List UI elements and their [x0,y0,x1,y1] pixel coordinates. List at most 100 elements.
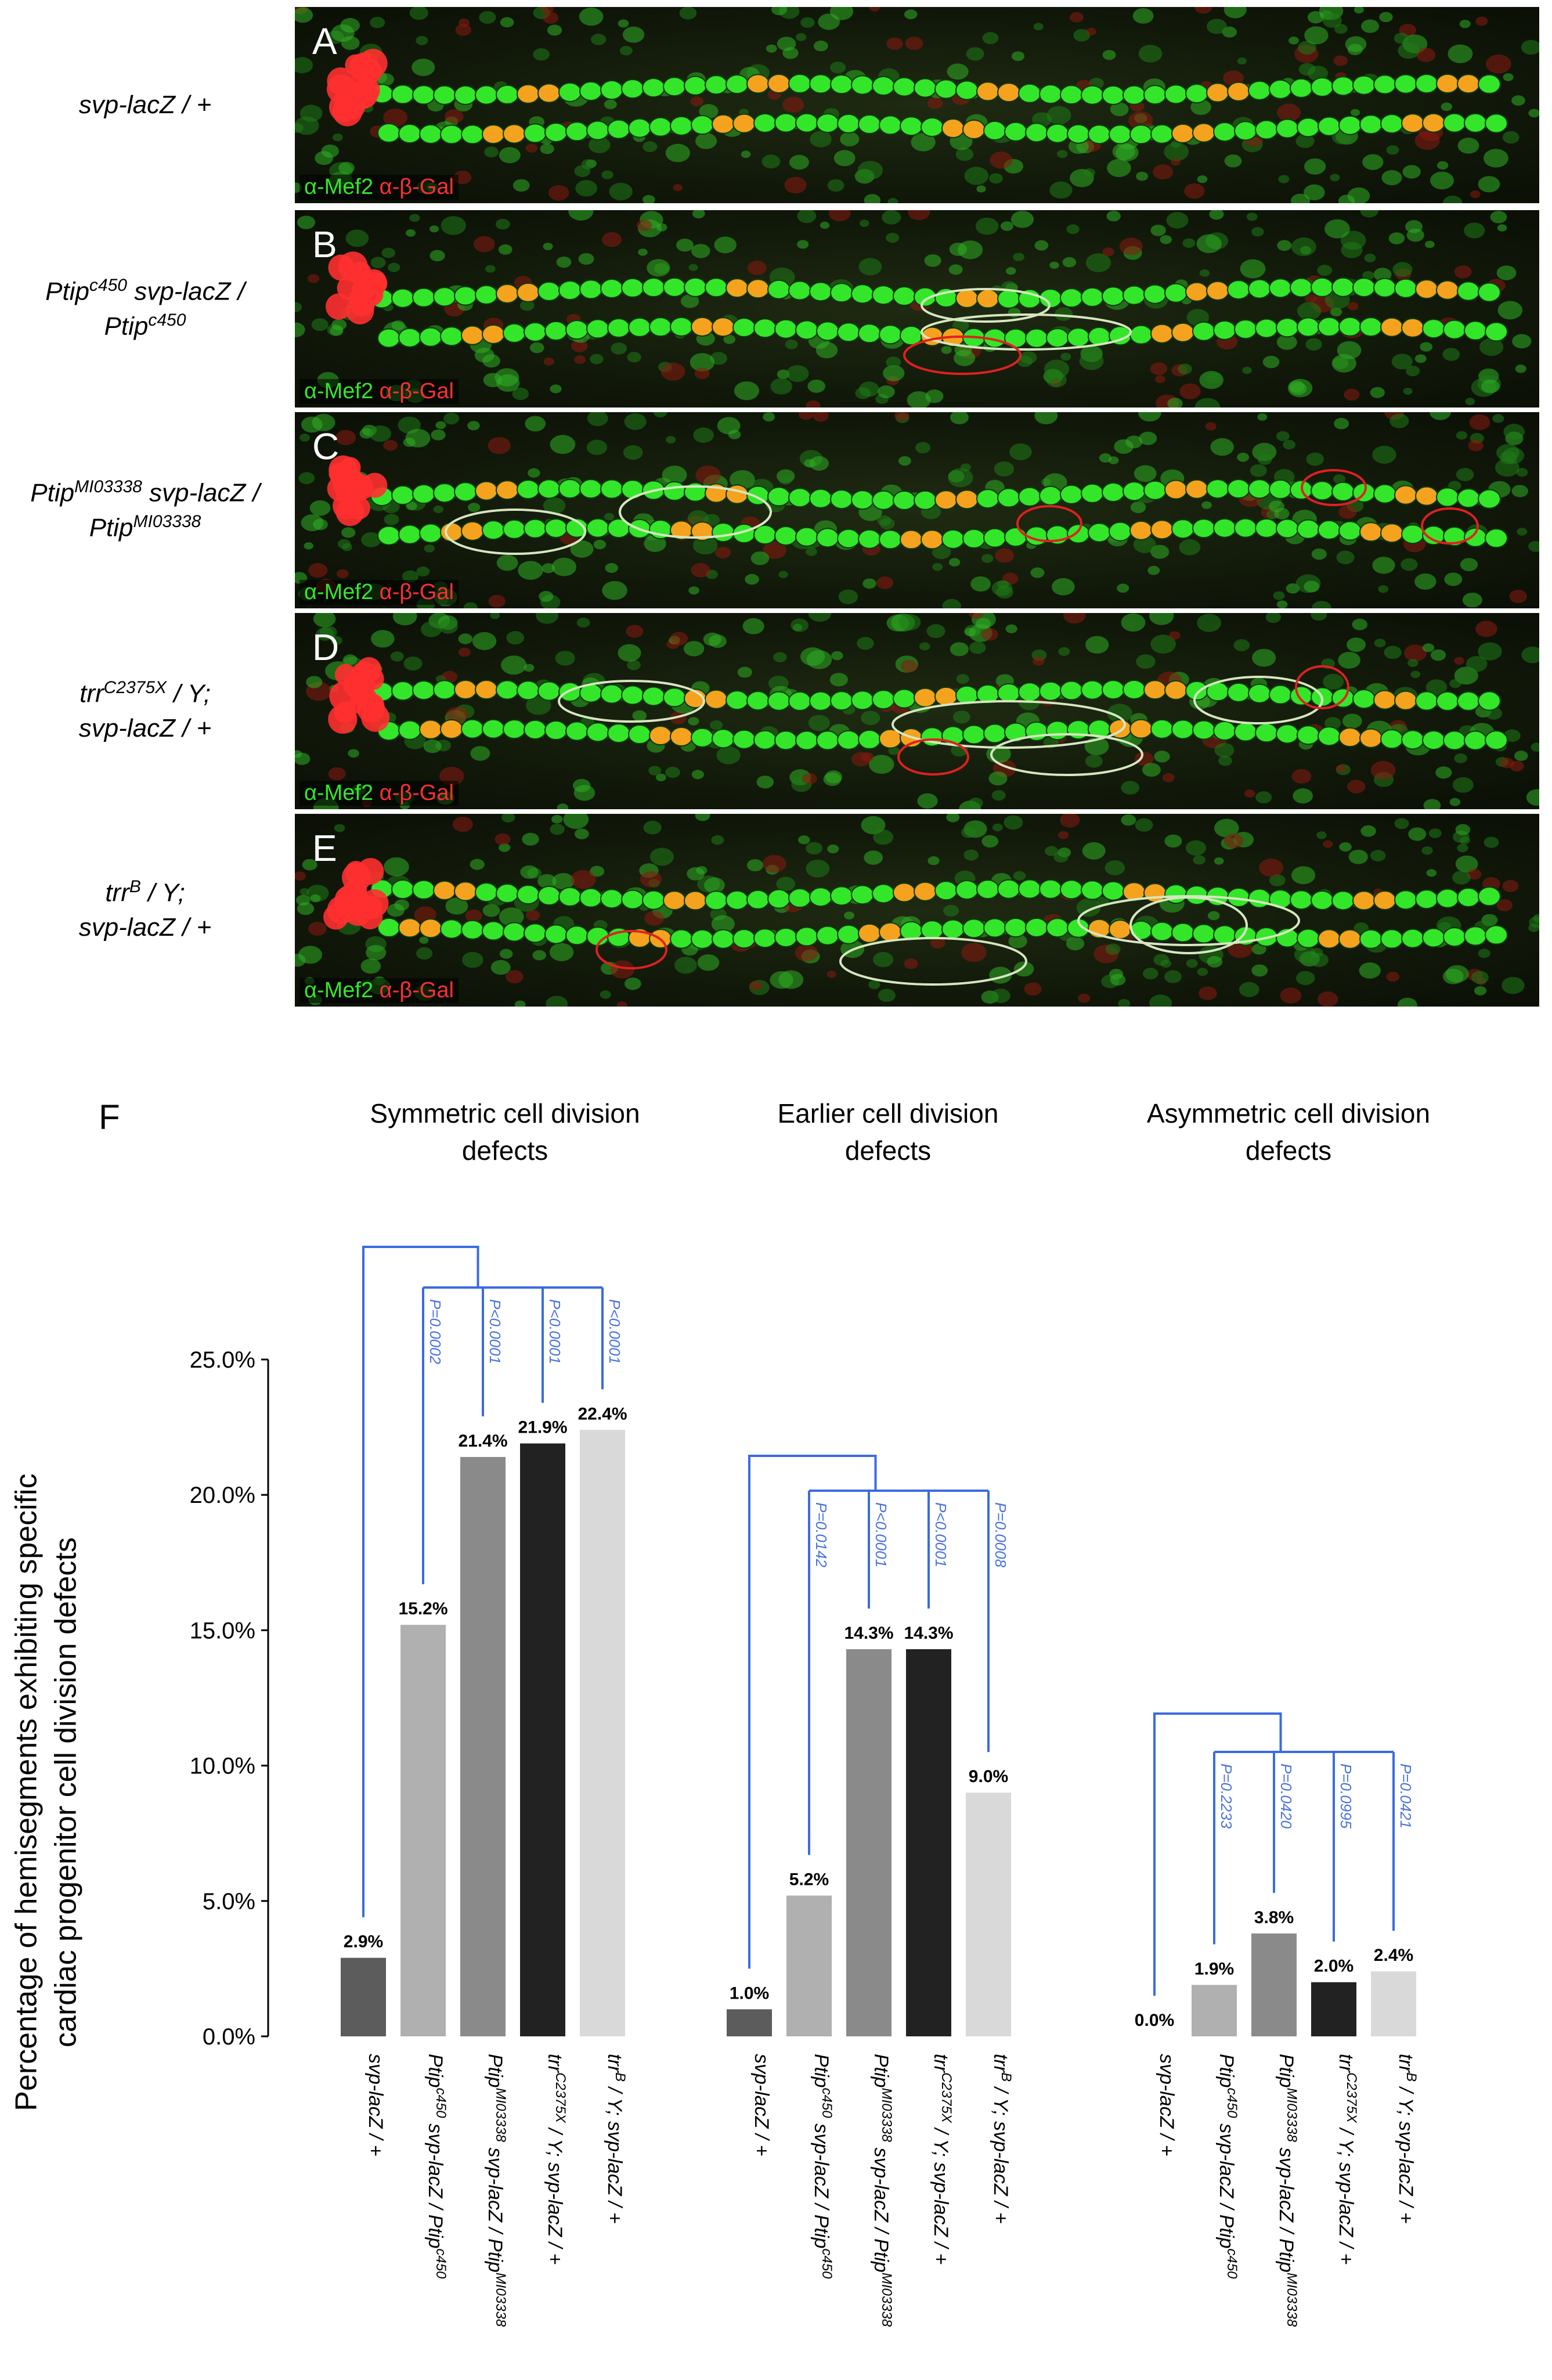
tissue-nucleus [1430,171,1454,190]
tissue-nucleus [520,865,539,879]
tissue-nucleus [742,618,764,634]
tissue-nucleus [1207,19,1227,34]
tissue-nucleus [361,532,381,547]
x-category-label: trrB / Y; svp-lacZ / + [990,2054,1015,2224]
tissue-nucleus [1422,643,1435,652]
x-category-label: PtipMI03338 svp-lacZ / PtipMI03338 [484,2054,509,2327]
tissue-nucleus [500,17,514,28]
tissue-nucleus [1526,789,1539,806]
tissue-nucleus [1121,814,1136,826]
group-title-line: Asymmetric cell division [1146,1098,1431,1128]
tissue-nucleus [578,253,594,265]
tissue-nucleus [1164,142,1189,161]
tissue-nucleus [624,977,641,990]
tissue-nucleus [932,562,943,571]
tissue-nucleus [298,472,315,484]
tissue-nucleus [1139,431,1157,445]
tissue-nucleus [831,651,843,661]
tissue-nucleus [861,752,874,762]
tissue-nucleus [1066,936,1085,951]
tissue-nucleus [904,9,918,20]
defect-ring-asymmetric [897,738,969,776]
tissue-nucleus [1178,363,1192,374]
tissue-nucleus [888,747,900,755]
tissue-nucleus [1423,799,1441,809]
tissue-nucleus [1370,760,1396,780]
tissue-nucleus [1276,334,1297,350]
tissue-nucleus [1244,789,1255,798]
tissue-nucleus [898,614,921,631]
tissue-nucleus [1306,452,1324,466]
tissue-nucleus [1323,840,1333,848]
tissue-nucleus [525,416,546,432]
tissue-nucleus [830,62,846,74]
genotype-line: trrB / Y; [105,877,185,907]
tissue-nucleus [655,773,666,781]
x-category-label: svp-lacZ / + [1156,2054,1178,2157]
bgal-cluster-nucleus [359,895,382,919]
tissue-nucleus [1057,831,1069,839]
tissue-nucleus [1277,103,1301,122]
tissue-nucleus [490,960,511,975]
tissue-nucleus [1379,12,1393,23]
tissue-nucleus [1455,824,1471,835]
tissue-nucleus [452,816,473,832]
tissue-nucleus [886,356,901,368]
tissue-nucleus [665,143,691,163]
tissue-nucleus [600,990,611,999]
tissue-nucleus [1257,453,1272,465]
tissue-nucleus [550,435,576,454]
stain-legend: α-Mef2 α-β-Gal [299,379,459,404]
tissue-nucleus [1134,465,1157,482]
tissue-nucleus [1304,26,1329,45]
tissue-nucleus [1392,262,1413,277]
tissue-nucleus [332,133,343,142]
tissue-nucleus [495,833,511,845]
tissue-nucleus [1142,763,1161,777]
tissue-nucleus [690,353,715,372]
tissue-nucleus [1381,170,1402,186]
bar-value-label: 2.9% [344,1932,383,1952]
tissue-nucleus [1317,264,1333,276]
bgal-cluster-nucleus [333,897,357,921]
tissue-nucleus [1452,871,1471,885]
bar-value-label: 1.9% [1194,1959,1234,1978]
tissue-nucleus [581,159,595,170]
tissue-nucleus [1069,12,1084,23]
tissue-nucleus [829,673,848,687]
tissue-nucleus [423,739,442,753]
tissue-nucleus [512,179,530,192]
bgal-cluster-nucleus [349,688,376,715]
tissue-nucleus [602,232,622,247]
tissue-nucleus [1107,158,1131,177]
mef2-nucleus [1485,528,1508,549]
tissue-nucleus [593,539,607,550]
tissue-nucleus [551,814,563,824]
tissue-nucleus [640,871,662,888]
bar-value-label: 15.2% [398,1599,447,1618]
tissue-nucleus [1045,846,1059,856]
tissue-nucleus [1118,998,1131,1007]
tissue-nucleus [970,576,991,592]
bar [460,1456,506,2036]
tissue-nucleus [429,225,439,233]
tissue-nucleus [334,824,345,832]
tissue-nucleus [482,904,500,917]
tissue-nucleus [371,630,395,648]
x-category-label: Ptipc450 svp-lacZ / Ptipc450 [1215,2054,1240,2279]
tissue-nucleus [694,367,710,379]
tissue-nucleus [638,248,648,256]
tissue-nucleus [1497,224,1507,232]
tissue-nucleus [810,131,832,147]
tissue-nucleus [295,322,305,337]
tissue-nucleus [1500,758,1514,769]
tissue-nucleus [1223,7,1247,19]
tissue-nucleus [969,613,984,619]
tissue-nucleus [304,542,313,550]
tissue-nucleus [782,96,804,113]
tissue-nucleus [1010,211,1034,228]
tissue-nucleus [1338,651,1360,669]
tissue-nucleus [1102,50,1116,60]
